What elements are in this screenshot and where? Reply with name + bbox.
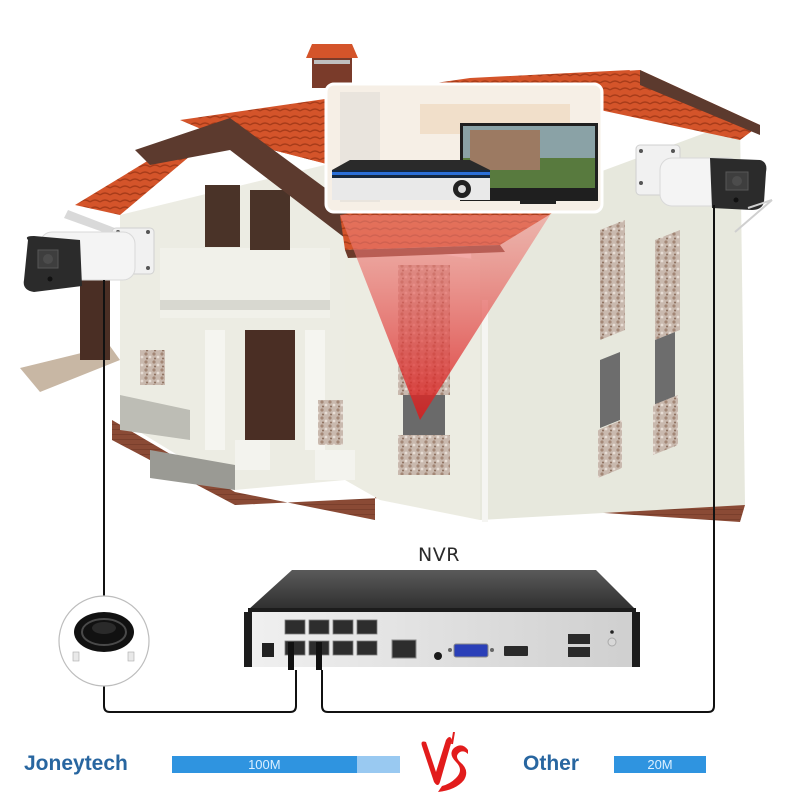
house-left-wing [20, 160, 355, 490]
speed-bar-other: 20M [614, 756, 706, 773]
nvr-device [244, 570, 640, 670]
speed-label-joneytech: 100M [248, 757, 281, 772]
cable-spool-illustration [58, 595, 150, 687]
chimney [306, 44, 358, 88]
network-cables [103, 205, 715, 713]
camera-left [23, 210, 155, 292]
monitor-inset [324, 82, 604, 214]
speed-label-other: 20M [647, 757, 673, 772]
camera-fov-cone [340, 215, 550, 420]
speed-bar-fill [172, 756, 357, 773]
speed-bar-fill [614, 756, 706, 773]
vs-icon [421, 732, 468, 792]
brand-other: Other [523, 752, 580, 775]
nvr-label: NVR [418, 544, 460, 566]
brand-joneytech: Joneytech [24, 752, 128, 775]
speed-bar-joneytech: 100M [172, 756, 400, 773]
camera-right [635, 144, 773, 233]
